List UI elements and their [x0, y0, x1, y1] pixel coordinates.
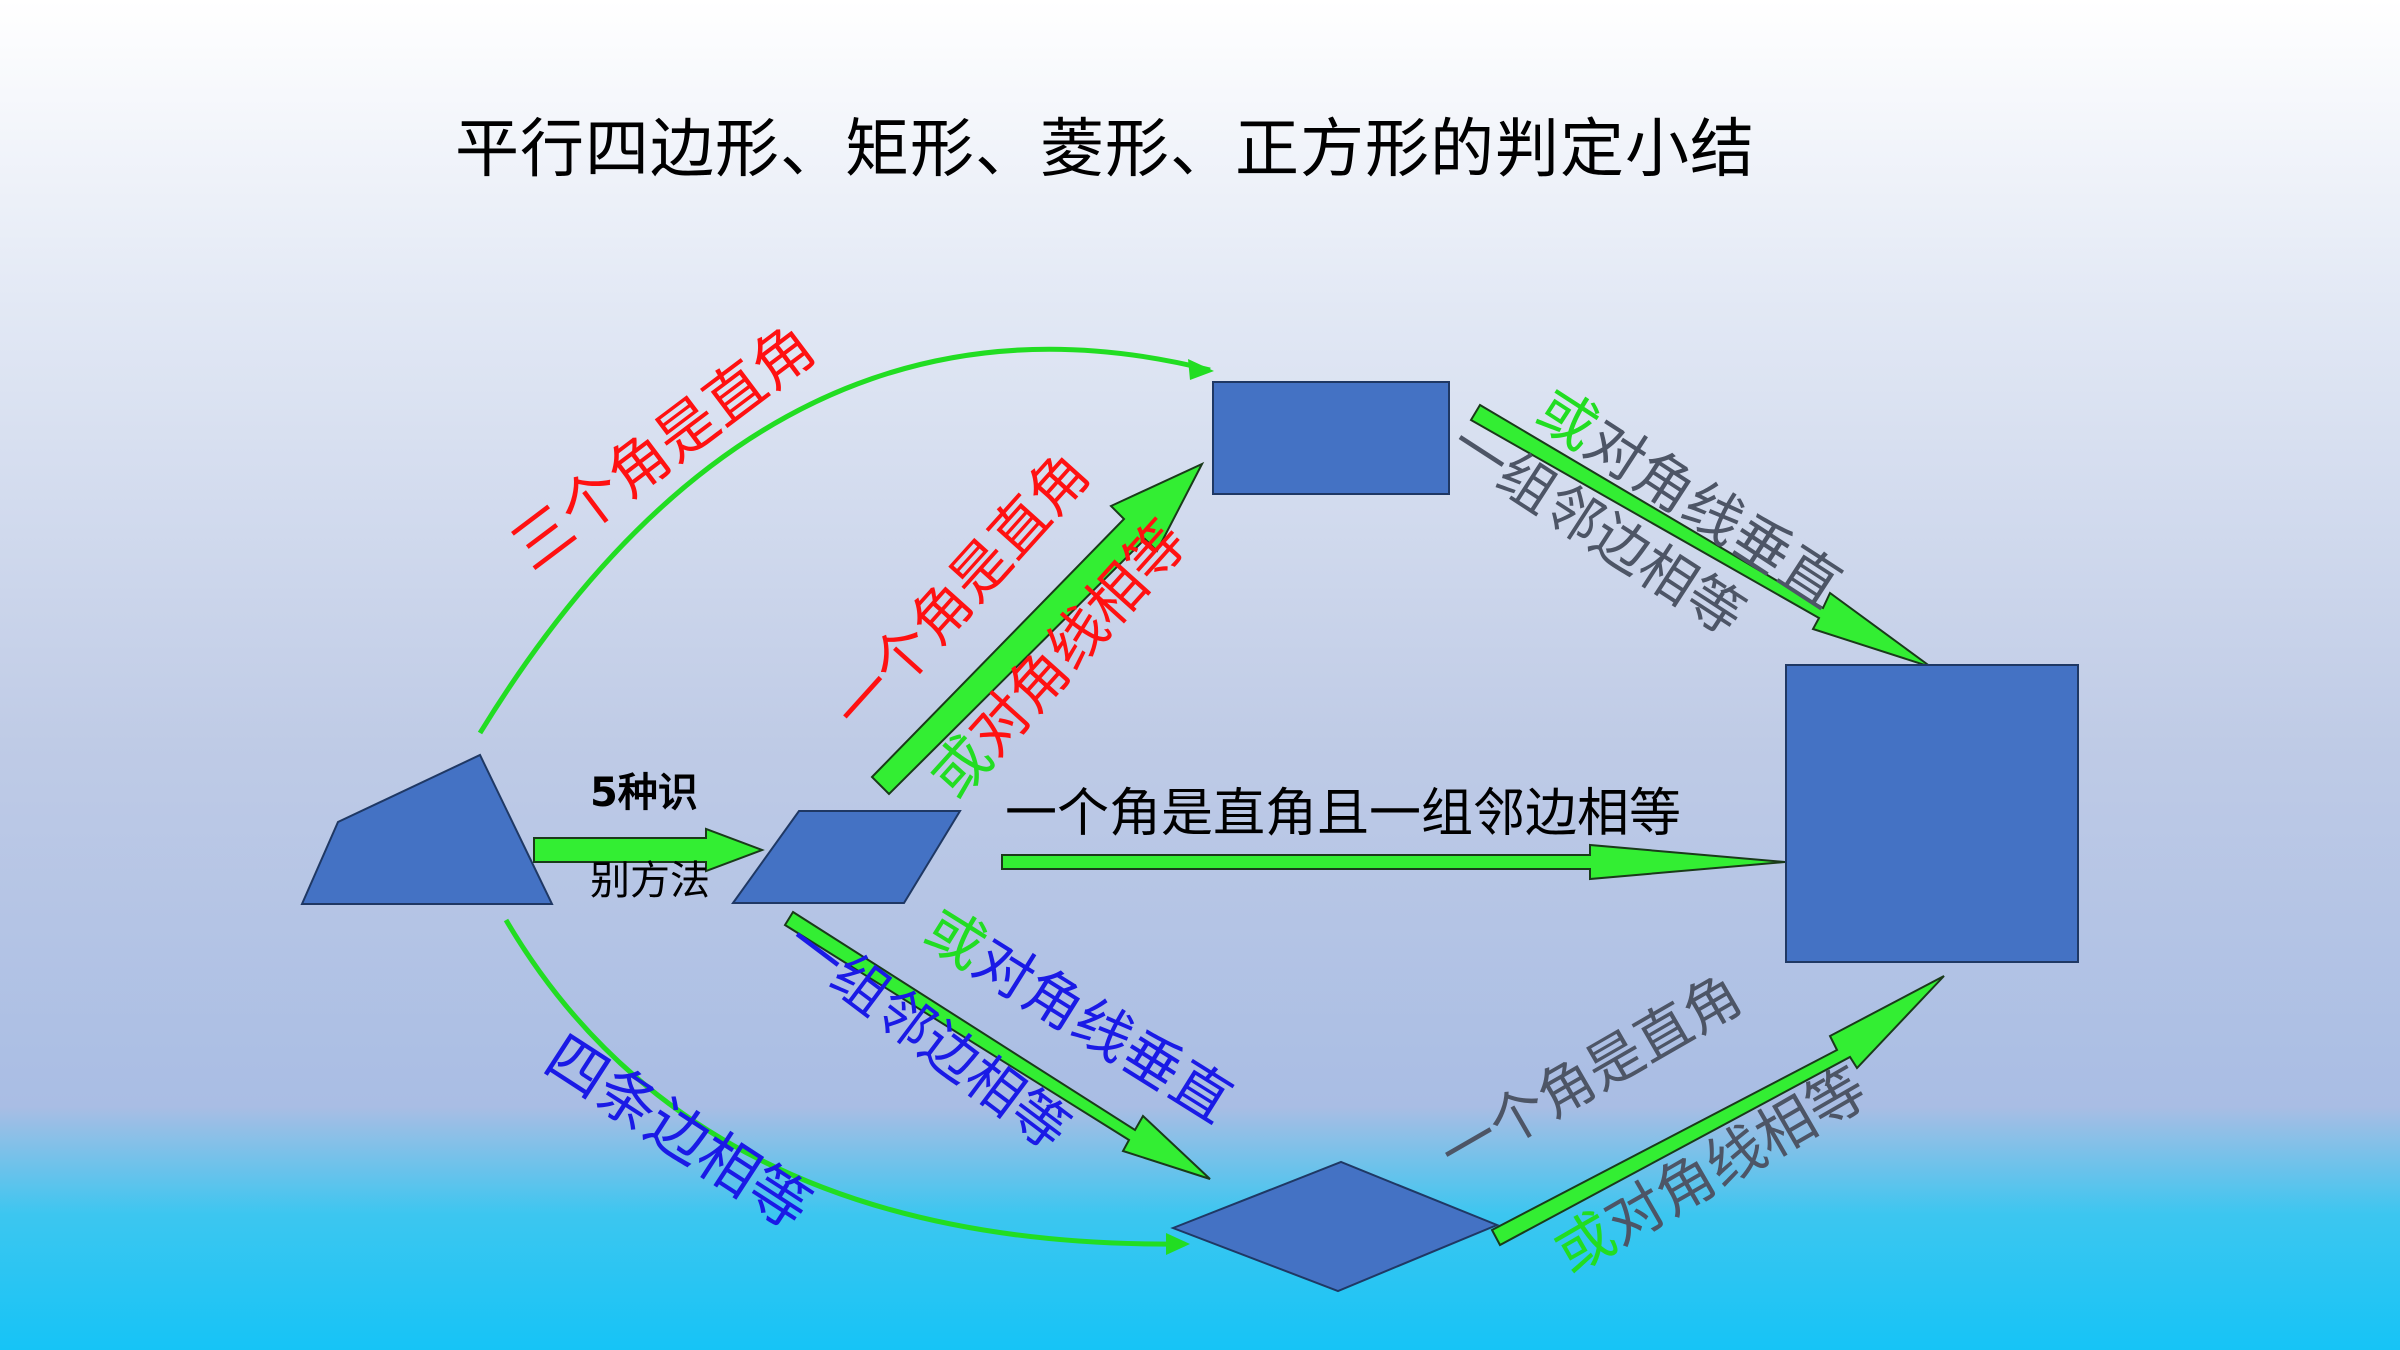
curve-arrow-quad-to-rhombus [503, 918, 1186, 1247]
arrow-rectangle-to-square [1469, 403, 1932, 668]
arrow-parallelogram-to-rhombus [783, 910, 1211, 1180]
curve-arrow-head-rhombus [1166, 1233, 1190, 1255]
label-five-methods-line2: 别方法 [590, 858, 710, 904]
arrow-parallelogram-to-square [1001, 843, 1786, 881]
curve-arrow-quad-to-rectangle [477, 346, 1211, 735]
arrow-rhombus-to-square [1490, 975, 1945, 1247]
arrow-quad-to-parallelogram [533, 827, 765, 873]
label-four-equal-sides: 四条边相等 [533, 1022, 823, 1244]
label-five-methods-line1: 5种识 [590, 770, 698, 816]
shape-rhombus [1170, 1160, 1500, 1293]
shape-rectangle [1212, 381, 1450, 495]
shape-parallelogram [731, 810, 962, 904]
shape-square [1785, 664, 2079, 963]
label-three-right-angles: 三个角是直角 [499, 311, 829, 584]
label-para-square: 一个角是直角且一组邻边相等 [1005, 784, 1681, 844]
arrow-parallelogram-to-rectangle [870, 461, 1205, 796]
slide-title: 平行四边形、矩形、菱形、正方形的判定小结 [455, 113, 1755, 187]
shape-quadrilateral [300, 753, 554, 905]
curve-arrow-head-rectangle [1188, 359, 1214, 380]
